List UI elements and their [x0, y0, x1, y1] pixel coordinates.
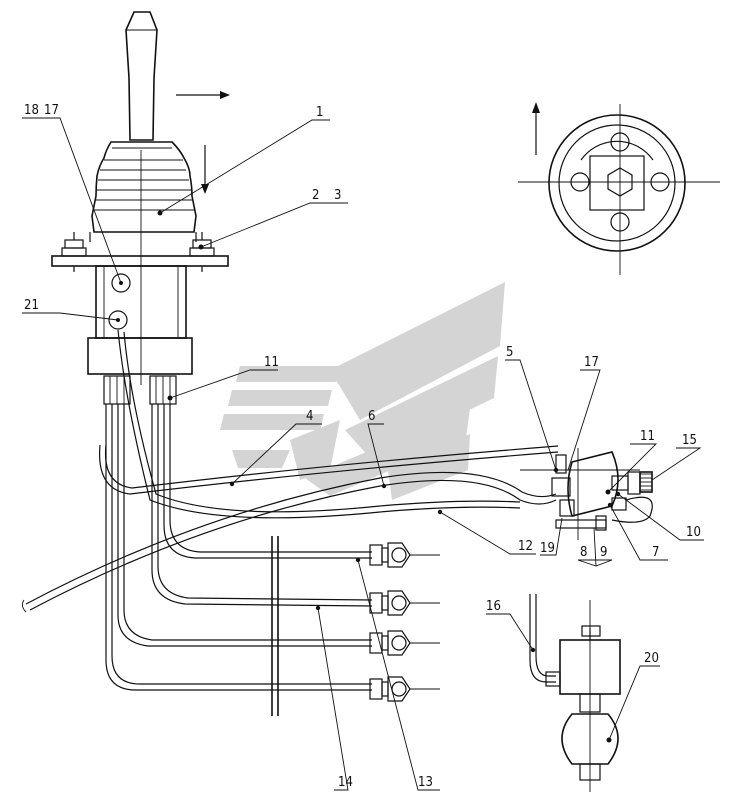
- label-part-21: 21: [24, 298, 39, 313]
- pressure-switch-assembly: [529, 594, 621, 792]
- long-pipes-to-solenoid-valve: [21, 329, 559, 613]
- label-part-12: 12: [518, 539, 533, 554]
- pipe-end-fittings: [369, 542, 440, 702]
- label-part-9: 9: [600, 545, 607, 560]
- label-part-10: 10: [686, 525, 701, 540]
- label-part-18: 18: [24, 103, 39, 118]
- leader-lines: [22, 117, 704, 791]
- joystick-handle: [125, 11, 158, 141]
- label-part-15: 15: [682, 433, 697, 448]
- label-part-19: 19: [540, 541, 555, 556]
- pilot-pipes-to-fittings: [105, 404, 373, 691]
- pilot-valve-body: [87, 265, 193, 405]
- label-part-14: 14: [338, 775, 353, 790]
- label-part-16: 16: [486, 599, 501, 614]
- direction-arrows: [176, 91, 540, 194]
- top-view-port-layout: [518, 104, 720, 275]
- label-part-7: 7: [652, 545, 659, 560]
- watermark-logo: [220, 282, 505, 500]
- label-part-1: 1: [316, 105, 323, 120]
- label-part-3: 3: [334, 188, 341, 203]
- leader-dots: [229, 467, 621, 653]
- label-part-13: 13: [418, 775, 433, 790]
- label-part-17-right: 17: [584, 355, 599, 370]
- label-part-11-right: 11: [640, 429, 655, 444]
- label-part-4: 4: [306, 409, 313, 424]
- part-number-labels: 1 2 3 4 5 6 7 8 9 10 11 11 12 13 14 15 1…: [24, 103, 701, 790]
- rubber-boot-bellows: [89, 141, 197, 242]
- label-part-5: 5: [506, 345, 513, 360]
- pipe-clamp: [271, 536, 279, 716]
- label-part-20: 20: [644, 651, 659, 666]
- label-part-8: 8: [580, 545, 587, 560]
- label-part-2: 2: [312, 188, 319, 203]
- label-part-17-left: 17: [44, 103, 59, 118]
- label-part-6: 6: [368, 409, 375, 424]
- label-part-11-left: 11: [264, 355, 279, 370]
- solenoid-valve-assembly: [520, 448, 653, 540]
